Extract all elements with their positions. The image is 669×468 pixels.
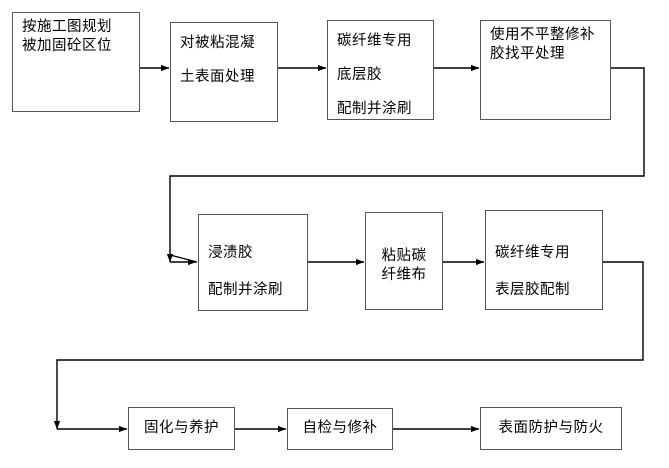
process-node-1[interactable]: 按施工图规划 被加固砼区位: [12, 12, 140, 112]
process-node-8[interactable]: 固化与养护: [128, 407, 235, 450]
process-node-2[interactable]: 对被粘混凝 土表面处理: [170, 22, 278, 122]
node-2-line-2: 土表面处理: [180, 69, 255, 86]
node-1-line-2: 被加固砼区位: [22, 38, 112, 55]
node-3-line-2: 底层胶: [337, 67, 382, 84]
process-node-6[interactable]: 粘贴碳 纤维布: [365, 212, 443, 310]
process-node-3[interactable]: 碳纤维专用 底层胶 配制并涂刷: [327, 20, 434, 120]
node-9-line-1: 自检与修补: [302, 420, 378, 437]
node-1-line-1: 按施工图规划: [22, 19, 112, 35]
process-node-10[interactable]: 表面防护与防火: [480, 407, 622, 450]
node-5-line-1: 浸渍胶: [208, 245, 253, 261]
process-node-5[interactable]: 浸渍胶 配制并涂刷: [198, 214, 308, 311]
node-4-line-2: 胶找平处理: [490, 46, 565, 63]
node-6-line-1: 粘贴碳: [381, 248, 427, 264]
node-3-line-1: 碳纤维专用: [337, 33, 412, 49]
node-4-line-1: 使用不平整修补: [490, 27, 595, 43]
node-3-line-3: 配制并涂刷: [337, 101, 412, 118]
node-10-line-1: 表面防护与防火: [498, 419, 604, 436]
process-node-7[interactable]: 碳纤维专用 表层胶配制: [485, 210, 603, 310]
process-node-9[interactable]: 自检与修补: [287, 408, 393, 450]
node-7-line-2: 表层胶配制: [495, 282, 570, 299]
node-5-line-2: 配制并涂刷: [208, 282, 283, 299]
node-6-line-2: 纤维布: [381, 267, 427, 284]
edge-n4-n5-arrow: [169, 254, 198, 263]
node-2-line-1: 对被粘混凝: [180, 35, 255, 51]
node-7-line-1: 碳纤维专用: [495, 245, 570, 261]
node-8-line-1: 固化与养护: [144, 419, 219, 436]
process-node-4[interactable]: 使用不平整修补 胶找平处理: [480, 20, 611, 120]
